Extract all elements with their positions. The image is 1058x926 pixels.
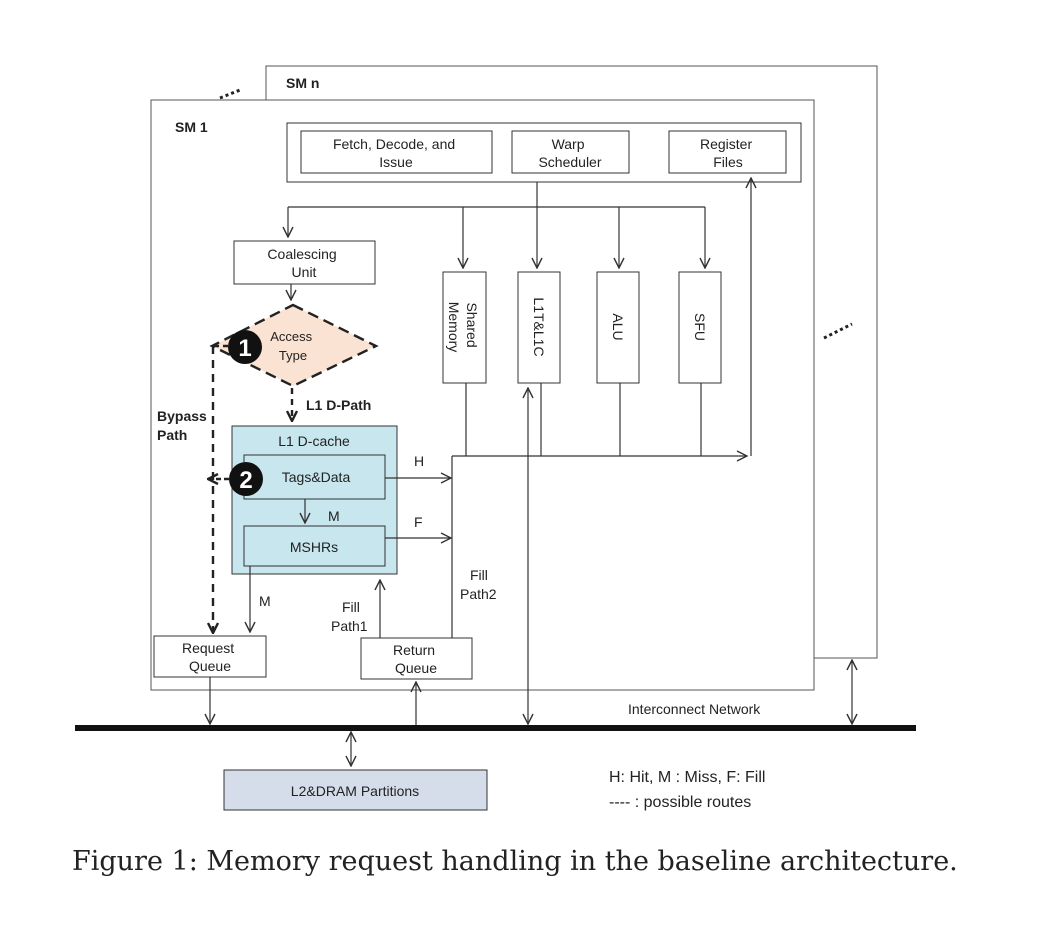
svg-text:Fill Path1: Fill Path1 [331, 599, 368, 634]
sm-1-label: SM 1 [175, 119, 208, 135]
fill-path2-line-2: Path2 [460, 586, 497, 602]
access-type-diamond [209, 303, 379, 388]
warp-line-2: Scheduler [538, 154, 601, 170]
legend-line-1: H: Hit, M : Miss, F: Fill [609, 769, 765, 786]
svg-text:Return Queue: Return Queue [393, 642, 439, 676]
coalescing-line-2: Unit [292, 264, 317, 280]
fetch-line-2: Issue [379, 154, 413, 170]
h-label: H [414, 453, 424, 469]
marker-2-label: 2 [239, 467, 252, 494]
access-line-1: Access [270, 329, 312, 344]
return-queue-box [360, 637, 473, 680]
f-label: F [414, 514, 423, 530]
marker-1-label: 1 [238, 335, 251, 362]
register-files-box [668, 130, 787, 174]
warp-scheduler-box [511, 130, 630, 174]
fill-path2-line-1: Fill [470, 567, 488, 583]
mshrs-label: MSHRs [290, 539, 338, 555]
coalescing-line-1: Coalescing [267, 246, 336, 262]
svg-text:H: Hit, M : Miss, F: Fill: H: Hit, M : Miss, F: Fill ---- : possibl… [609, 769, 770, 811]
ellipsis-right [823, 322, 853, 340]
legend-line-2: ---- : possible routes [609, 794, 751, 811]
return-line-2: Queue [395, 660, 437, 676]
fill-path1-line-1: Fill [342, 599, 360, 615]
svg-text:Access Type: Access Type [270, 329, 316, 363]
warp-line-1: Warp [552, 136, 585, 152]
shared-mem-line-2: Memory [446, 302, 462, 353]
l1t-l1c-label: L1T&L1C [531, 297, 547, 356]
svg-text:Request Queue: Request Queue [182, 640, 238, 674]
sm-1-box [150, 99, 815, 691]
mshrs-box [243, 525, 386, 567]
svg-text:Fetch, Decode, and Issue: Fetch, Decode, and Issue [333, 136, 459, 170]
l1-dcache-title: L1 D-cache [278, 433, 350, 449]
ellipsis-top [219, 88, 241, 100]
svg-text:Bypass Path: Bypass Path [157, 408, 211, 443]
l2-dram-box [223, 769, 488, 811]
tags-data-box [243, 454, 386, 500]
l1-dpath-label: L1 D-Path [306, 397, 371, 413]
alu-box [596, 271, 640, 384]
shared-mem-line-1: Shared [464, 302, 480, 347]
bypass-line-1: Bypass [157, 408, 207, 424]
marker-1-icon [228, 330, 262, 364]
interconnect-label: Interconnect Network [628, 701, 761, 717]
coalescing-unit-box [233, 240, 376, 285]
tags-data-label: Tags&Data [282, 469, 351, 485]
request-queue-box [153, 635, 267, 678]
m-outer-label: M [259, 593, 271, 609]
svg-text:Warp Scheduler: Warp Scheduler [538, 136, 601, 170]
alu-label: ALU [610, 313, 626, 340]
svg-text:Fill Path2: Fill Path2 [460, 567, 497, 602]
fill-path1-line-2: Path1 [331, 618, 368, 634]
sfu-label: SFU [692, 313, 708, 341]
svg-text:Register Files: Register Files [700, 136, 756, 170]
figure-caption: Figure 1: Memory request handling in the… [72, 846, 958, 877]
regs-line-2: Files [713, 154, 743, 170]
svg-text:Shared Memory: Shared Memory [446, 302, 480, 353]
shared-memory-box [442, 271, 487, 384]
request-line-2: Queue [189, 658, 231, 674]
m-inner-label: M [328, 508, 340, 524]
l2-dram-label: L2&DRAM Partitions [291, 783, 419, 799]
request-line-1: Request [182, 640, 234, 656]
access-line-2: Type [279, 348, 307, 363]
fetch-decode-issue-box [300, 130, 493, 174]
regs-line-1: Register [700, 136, 752, 152]
marker-2-icon [229, 462, 263, 496]
sfu-box [678, 271, 722, 384]
svg-text:Coalescing Unit: Coalescing Unit [267, 246, 340, 280]
bypass-line-2: Path [157, 427, 187, 443]
l1t-l1c-box [517, 271, 561, 384]
sm-n-label: SM n [286, 75, 319, 91]
return-line-1: Return [393, 642, 435, 658]
fetch-line-1: Fetch, Decode, and [333, 136, 455, 152]
